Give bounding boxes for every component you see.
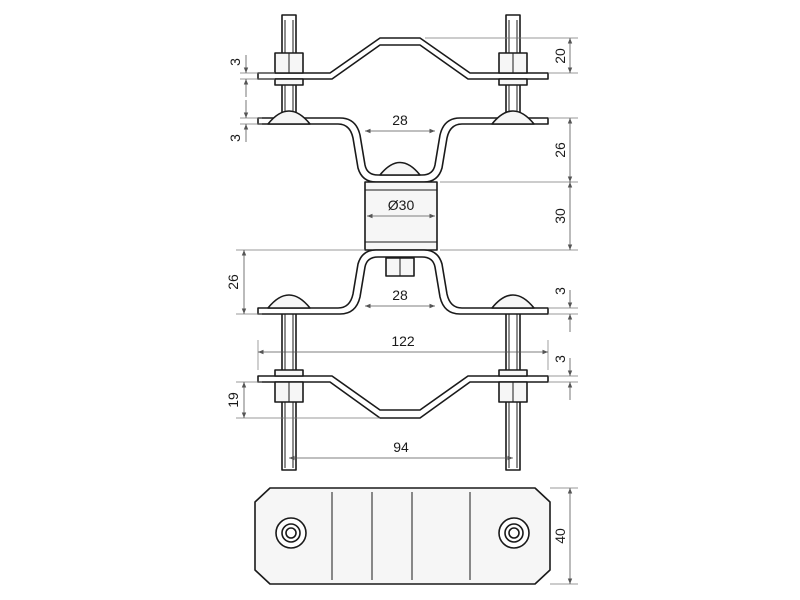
top-left-nuts xyxy=(274,52,304,86)
dim-bottom-bracket-height: 19 xyxy=(225,381,380,419)
dim-label: 26 xyxy=(225,274,241,290)
top-right-nuts xyxy=(498,52,528,86)
dim-pipe-diameter: Ø30 xyxy=(367,197,435,219)
plan-view-plate xyxy=(254,487,551,585)
dim-top-plate-thickness: 3 xyxy=(227,55,275,97)
dim-label: 26 xyxy=(552,142,568,158)
dim-label: 122 xyxy=(391,333,415,349)
dim-label: Ø30 xyxy=(388,197,415,213)
plan-right-bolt-head xyxy=(498,517,530,549)
dim-label: 28 xyxy=(392,112,408,128)
dim-label: 40 xyxy=(552,528,568,544)
dim-upper-saddle-height: 26 xyxy=(440,117,578,183)
upper-saddle-bracket xyxy=(257,117,549,183)
dim-label: 28 xyxy=(392,287,408,303)
bottom-right-nuts xyxy=(498,369,528,403)
dim-label: 19 xyxy=(225,392,241,408)
dim-bottom-plate-thickness: 3 xyxy=(548,355,578,400)
dim-label: 20 xyxy=(552,48,568,64)
dim-label: 3 xyxy=(227,134,243,142)
dim-label: 3 xyxy=(552,287,568,295)
upper-dome-washers xyxy=(267,110,535,125)
dim-top-bracket-height: 20 xyxy=(425,37,578,74)
dim-lower-saddle-height: 26 xyxy=(225,249,365,315)
dim-label: 94 xyxy=(393,439,409,455)
dim-label: 30 xyxy=(552,208,568,224)
top-bracket xyxy=(257,37,549,80)
dim-label: 3 xyxy=(227,58,243,66)
dim-plate-width: 40 xyxy=(550,487,578,585)
dim-overall-width: 122 xyxy=(257,333,549,370)
dim-label: 3 xyxy=(552,355,568,363)
dim-lower-saddle-width: 28 xyxy=(365,287,435,309)
bottom-left-nuts xyxy=(274,369,304,403)
lower-dome-washers xyxy=(267,294,535,309)
dim-bolt-spacing: 94 xyxy=(289,439,513,461)
dim-mid-plate-thickness: 3 xyxy=(227,100,262,142)
plan-left-bolt-head xyxy=(275,517,307,549)
dim-lower-mid-plate-thickness: 3 xyxy=(548,287,578,332)
dim-upper-saddle-width: 28 xyxy=(365,112,435,134)
dim-pipe-length: 30 xyxy=(440,182,578,251)
